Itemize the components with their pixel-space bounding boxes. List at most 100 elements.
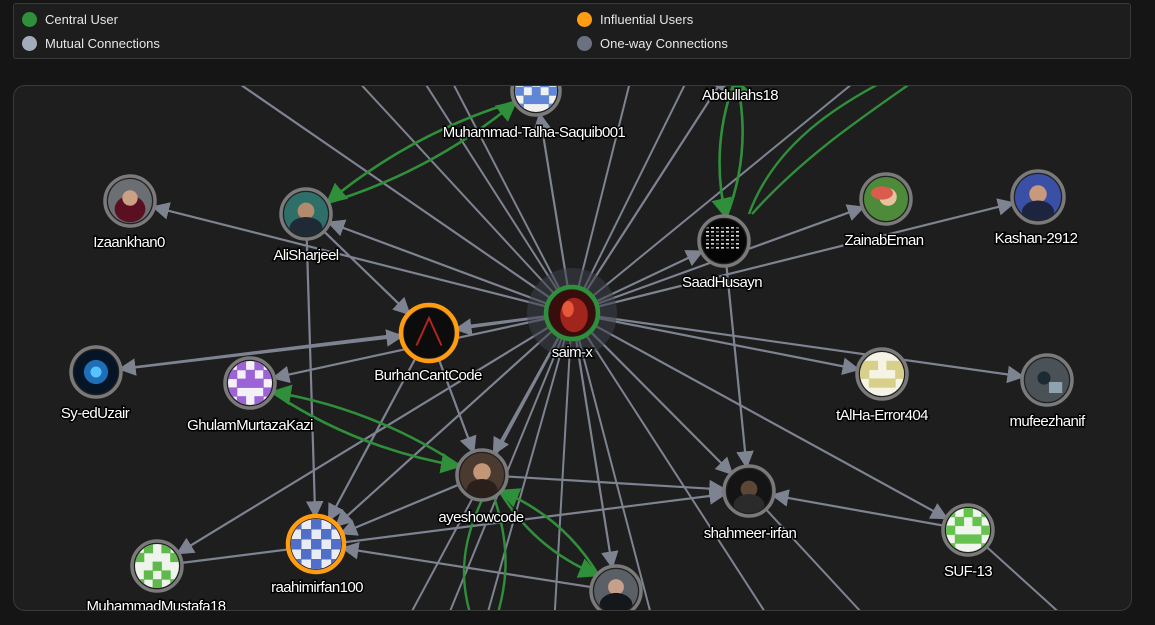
edge-offscreen	[571, 312, 765, 610]
legend-label: Central User	[45, 12, 118, 27]
edge-mutual-offscreen	[747, 86, 878, 215]
node-label-saad: SaadHusayn	[682, 274, 762, 291]
legend-label: One-way Connections	[600, 36, 728, 51]
avatar	[108, 179, 152, 223]
edge-mutual-offscreen	[492, 496, 507, 610]
node-kashan[interactable]	[1010, 169, 1066, 225]
edge-offscreen	[571, 86, 852, 314]
node-ghulam[interactable]	[223, 356, 277, 410]
edge-one-way-ayesho-raahim	[339, 482, 463, 536]
avatar	[860, 352, 904, 396]
node-talha[interactable]	[510, 86, 562, 117]
node-alha[interactable]	[855, 347, 909, 401]
node-saad[interactable]	[697, 214, 751, 268]
labels-layer: saim-x Muhammad-Talha-Saquib001 Abdullahs1…	[59, 86, 1088, 611]
avatar	[594, 569, 638, 610]
avatar	[404, 308, 454, 358]
edge-offscreen	[361, 86, 573, 314]
edge-mutual-ayesho-bottommid	[497, 488, 600, 578]
edge-one-way-alisharjeel-raahim	[305, 235, 324, 519]
edge-one-way-saim-shahmeer	[587, 328, 734, 476]
legend-dot-icon	[22, 36, 37, 51]
avatar	[727, 469, 771, 513]
edge-offscreen	[453, 86, 573, 314]
legend-label: Influential Users	[600, 12, 694, 27]
edge-one-way-saim-alha	[594, 316, 861, 375]
edge-mutual-saad-abdullah	[724, 86, 751, 220]
avatar	[864, 177, 908, 221]
edge-one-way-saad-shahmeer	[725, 262, 754, 469]
node-label-kashan: Kashan-2912	[995, 230, 1078, 247]
node-label-mustafa: MuhammadMustafa18	[86, 598, 225, 611]
edge-one-way-saim-kashan	[594, 198, 1016, 309]
legend-dot-icon	[577, 12, 592, 27]
edge-one-way-saim-talha	[533, 111, 570, 291]
edge-one-way-saim-raahim	[334, 327, 556, 528]
legend-dot-icon	[577, 36, 592, 51]
legend-item-central-user: Central User	[22, 12, 118, 27]
edge-one-way-saim-abdullah	[583, 86, 728, 295]
network-graph-svg[interactable]: saim-x Muhammad-Talha-Saquib001 Abdullahs1…	[14, 86, 1132, 611]
node-label-raahim: raahimirfan100	[271, 579, 363, 596]
edge-one-way-saim-mufeez	[594, 315, 1025, 384]
node-label-saim: saim-x	[552, 344, 594, 361]
edge-one-way-alisharjeel-burhan	[321, 228, 411, 316]
node-bottommid[interactable]	[589, 564, 643, 611]
node-label-alha: tAlHa-Error404	[836, 407, 928, 424]
avatar	[460, 453, 504, 497]
node-label-zainab: ZainabEman	[844, 232, 923, 249]
legend-item-mutual-connections: Mutual Connections	[22, 36, 160, 51]
avatar	[228, 361, 272, 405]
node-izaan[interactable]	[103, 174, 157, 228]
avatar	[1025, 358, 1069, 402]
edge-mutual-alisharjeel-talha	[325, 100, 518, 205]
edge-one-way-mustafa-shahmeer	[178, 487, 727, 565]
node-raahim[interactable]	[285, 513, 347, 575]
edge-one-way-burhan-ayesho	[436, 356, 477, 455]
node-syed[interactable]	[69, 345, 123, 399]
node-shahmeer[interactable]	[722, 464, 776, 518]
edge-mutual-offscreen	[462, 495, 486, 610]
avatar	[1015, 174, 1061, 220]
legend-label: Mutual Connections	[45, 36, 160, 51]
node-mustafa[interactable]	[130, 539, 184, 593]
avatar	[702, 219, 746, 263]
node-label-shahmeer: shahmeer-irfan	[704, 525, 797, 542]
edge-one-way-saim-suf	[591, 323, 949, 520]
edge-one-way-saim-bottommid	[574, 335, 619, 570]
mutual-edges-layer	[269, 86, 909, 610]
node-zainab[interactable]	[859, 172, 913, 226]
edge-offscreen	[487, 312, 573, 610]
node-label-abdullah: Abdullahs18	[702, 87, 778, 104]
legend-item-influential-users: Influential Users	[577, 12, 693, 27]
edge-offscreen	[571, 86, 686, 314]
node-label-talha: Muhammad-Talha-Saquib001	[443, 124, 626, 141]
node-burhan[interactable]	[398, 302, 460, 364]
edge-offscreen	[571, 312, 651, 610]
legend-item-one-way-connections: One-way Connections	[577, 36, 728, 51]
network-graph-canvas[interactable]: saim-x Muhammad-Talha-Saquib001 Abdullahs1…	[13, 85, 1132, 611]
node-alisharjeel[interactable]	[279, 187, 333, 241]
edge-one-way-burhan-raahim	[327, 354, 419, 522]
node-suf[interactable]	[941, 503, 995, 557]
node-label-suf: SUF-13	[944, 563, 992, 580]
avatar	[549, 290, 595, 336]
edge-offscreen	[553, 312, 573, 610]
edge-offscreen	[425, 86, 573, 314]
nodes-layer[interactable]	[69, 86, 1074, 611]
node-ayesho[interactable]	[455, 448, 509, 502]
node-saim[interactable]	[527, 268, 617, 358]
edge-mutual-offscreen	[751, 86, 909, 215]
legend-dot-icon	[22, 12, 37, 27]
node-label-syed: Sy-edUzair	[61, 405, 130, 422]
edge-mutual-talha-alisharjeel	[325, 99, 518, 205]
edge-offscreen	[748, 490, 861, 610]
legend-panel: Central User Influential Users Mutual Co…	[13, 3, 1131, 59]
node-label-ayesho: ayeshowcode	[438, 509, 523, 526]
node-mufeez[interactable]	[1020, 353, 1074, 407]
edge-one-way-ayesho-shahmeer	[503, 475, 727, 498]
edge-one-way-saim-topleft	[240, 86, 554, 301]
edge-mutual-bottommid-ayesho	[498, 488, 601, 578]
avatar	[284, 192, 328, 236]
edge-mutual-ayesho-ghulam	[270, 384, 463, 468]
